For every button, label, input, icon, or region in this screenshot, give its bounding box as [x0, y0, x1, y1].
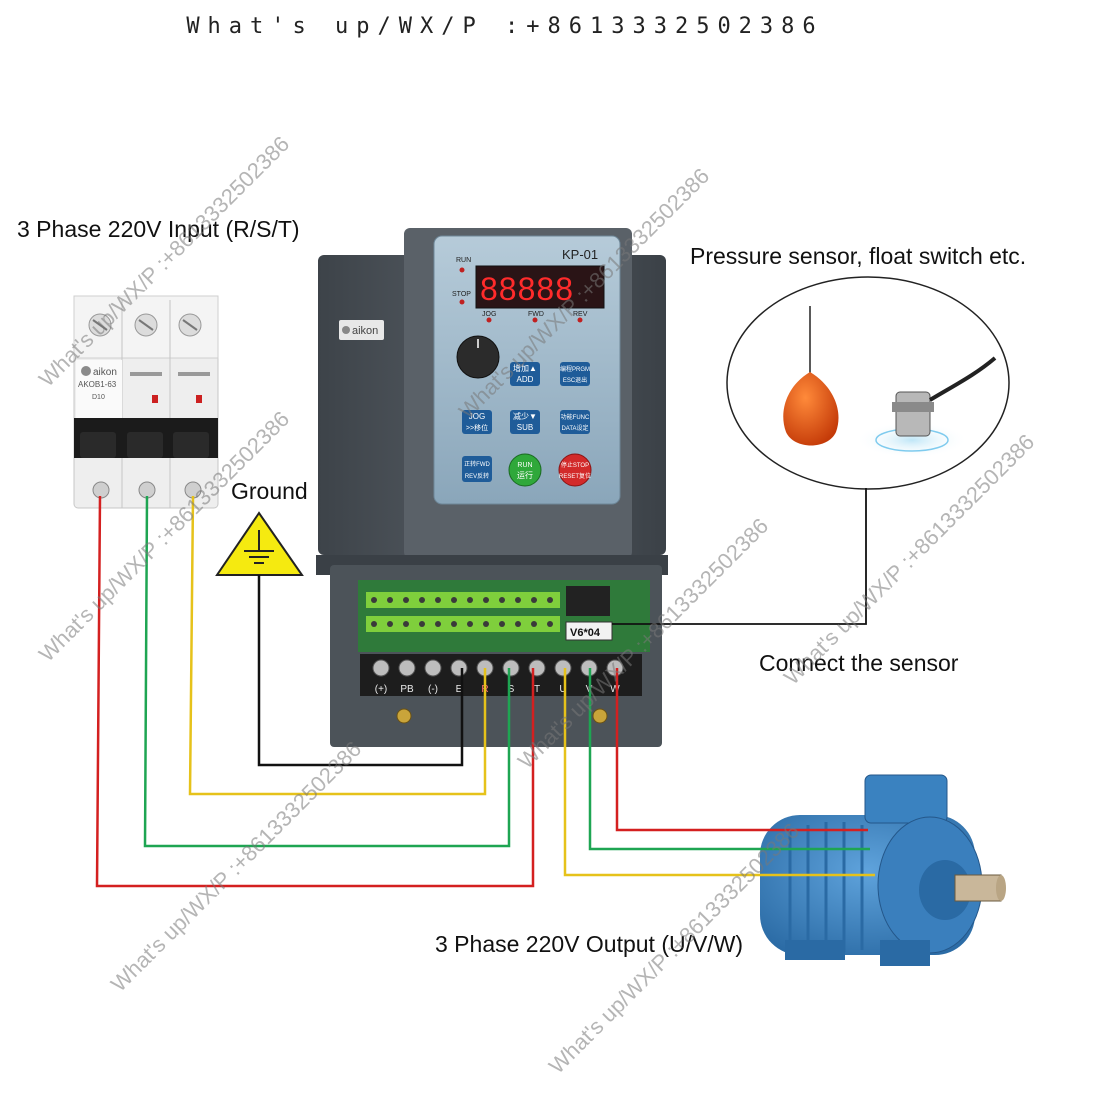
breaker-model: AKOB1-63 — [78, 380, 117, 389]
terminal-w: W — [610, 684, 620, 695]
wire-input-r — [95, 495, 535, 888]
data-key-label: DATA设定 — [561, 424, 588, 432]
terminal-e: E — [456, 684, 463, 695]
stop-button-label: 停止STOP — [561, 461, 589, 469]
wire-ground — [257, 575, 464, 767]
sub-key-label: SUB — [517, 423, 533, 432]
terminal-pb: PB — [400, 684, 414, 695]
output-label: 3 Phase 220V Output (U/V/W) — [435, 931, 744, 957]
run-button[interactable] — [508, 453, 542, 487]
add-key[interactable] — [510, 362, 540, 386]
led-rev-label: REV — [573, 311, 588, 318]
terminal-s: S — [508, 684, 515, 695]
wire-output-w — [615, 668, 868, 832]
led-jog-label: JOG — [482, 311, 496, 318]
sensor-title-label: Pressure sensor, float switch etc. — [690, 243, 1027, 269]
led-fwd-label: FWD — [528, 311, 544, 318]
add-key-cn: 增加▲ — [513, 363, 537, 373]
terminal-t: T — [534, 684, 540, 695]
wiring — [95, 488, 875, 888]
fwd-rev-key[interactable] — [462, 456, 492, 482]
pressure-sensor-icon — [895, 391, 931, 437]
led-stop-label: STOP — [452, 291, 471, 298]
jog-shift-key[interactable] — [462, 410, 492, 434]
vfd-inverter: aikon KP-01 88888 RUN STOP JOG FWD REV 增… — [316, 228, 668, 747]
prgm-key-label: 编程PRGM — [560, 365, 590, 373]
jog-key-label: JOG — [469, 412, 485, 421]
wire-output-v — [588, 668, 870, 851]
watermark-7: What's up/WX/P :+8613332502386 — [544, 818, 804, 1078]
terminal-plus: (+) — [375, 684, 388, 695]
func-data-key[interactable] — [560, 410, 590, 434]
run-button-label: RUN — [517, 462, 532, 469]
wire-output-u — [563, 668, 875, 877]
electric-motor — [760, 774, 1006, 966]
reset-button-label: RESET复位 — [559, 472, 591, 480]
shift-key-label: >>移位 — [466, 423, 488, 432]
vfd-display: 88888 — [480, 271, 574, 307]
sub-key[interactable] — [510, 410, 540, 434]
ground-warning-sign — [215, 511, 304, 576]
rev-key-label: REV反转 — [465, 472, 489, 480]
wire-input-t — [188, 495, 487, 796]
func-key-label: 功能FUNC — [561, 413, 590, 421]
breaker-brand: aikon — [93, 367, 117, 378]
esc-key-label: ESC退出 — [563, 376, 587, 384]
control-board-label: V6*04 — [570, 627, 601, 639]
terminal-u: U — [559, 684, 566, 695]
wire-input-s — [143, 495, 511, 848]
sub-key-cn: 减少▼ — [513, 411, 537, 421]
input-label: 3 Phase 220V Input (R/S/T) — [17, 216, 300, 242]
connect-sensor-label: Connect the sensor — [759, 650, 959, 676]
ground-label: Ground — [231, 478, 308, 504]
vfd-model: KP-01 — [562, 247, 598, 262]
speed-knob[interactable] — [456, 335, 500, 379]
circuit-breaker: aikon AKOB1-63 D10 — [73, 295, 219, 509]
led-run-label: RUN — [456, 257, 471, 264]
prgm-esc-key[interactable] — [560, 362, 590, 386]
vfd-brand: aikon — [352, 325, 378, 337]
add-key-label: ADD — [517, 375, 534, 384]
fwd-key-label: 正转FWD — [464, 460, 490, 468]
sensor-illustration — [726, 276, 1010, 490]
float-switch-icon — [783, 372, 839, 446]
breaker-rating: D10 — [92, 394, 105, 401]
wire-sensor — [612, 488, 867, 625]
stop-reset-button[interactable] — [558, 453, 592, 487]
contact-header: What's up/WX/P :+8613332502386 — [186, 14, 824, 39]
run-button-cn: 运行 — [517, 470, 533, 480]
terminal-minus: (-) — [428, 684, 438, 695]
